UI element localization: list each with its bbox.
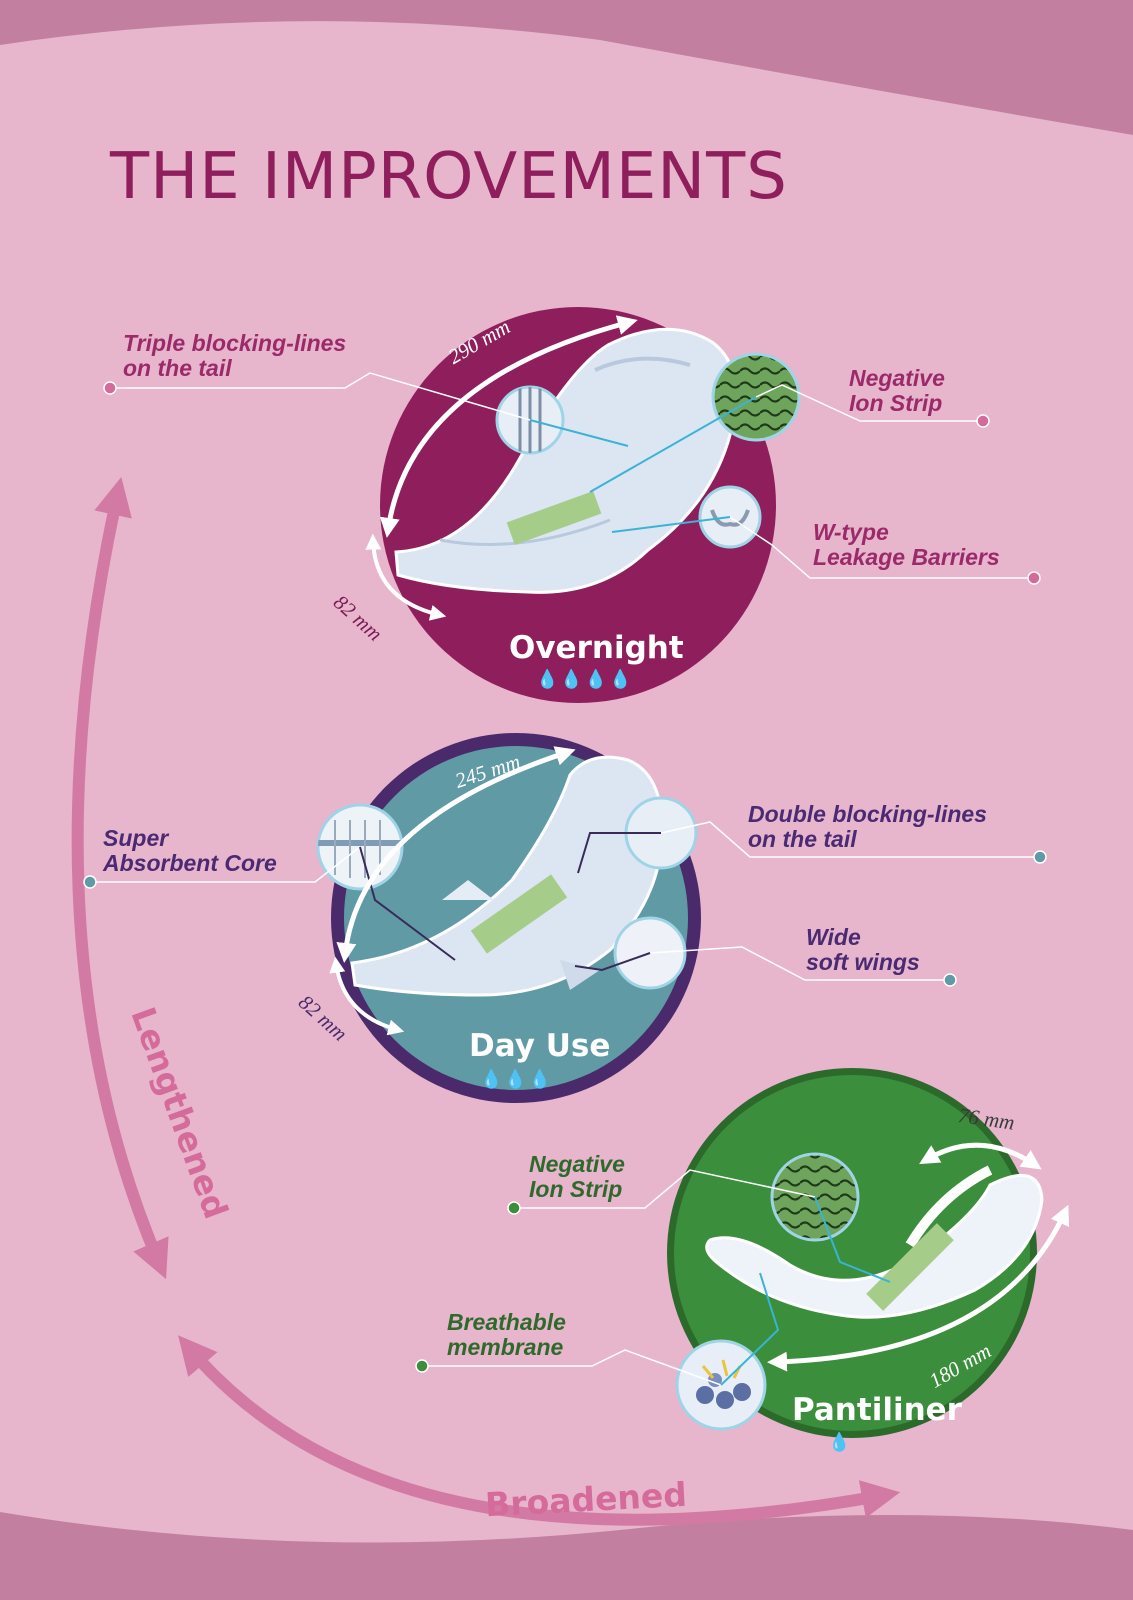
pantiliner-length-arrow (767, 1204, 1070, 1372)
pantiliner-membrane-callout: Breathable membrane (447, 1309, 566, 1360)
page-title: THE IMPROVEMENTS (110, 140, 788, 214)
dayuse-title: Day Use (469, 1028, 611, 1064)
overnight-width-arrow (365, 533, 447, 621)
overnight-length-arrow (379, 315, 638, 538)
dayuse-wings-callout: Wide soft wings (806, 924, 920, 975)
pantiliner-ion-callout: Negative Ion Strip (529, 1151, 625, 1202)
top-band (0, 0, 1133, 135)
lengthened-arrow (71, 476, 169, 1280)
dayuse-width-arrow (329, 956, 405, 1036)
overnight-barrier-callout: W-type Leakage Barriers (813, 519, 1000, 570)
overnight-title: Overnight (509, 630, 684, 666)
dayuse-drops: 💧💧💧 (480, 1069, 554, 1089)
dayuse-length-arrow (336, 746, 576, 963)
overnight-section (103, 307, 1041, 703)
bottom-band (0, 1512, 1133, 1600)
pantiliner-section (415, 1068, 1070, 1438)
pantiliner-title: Pantiliner (792, 1392, 962, 1428)
overnight-ion-callout: Negative Ion Strip (849, 365, 945, 416)
overnight-drops: 💧💧💧💧 (536, 669, 634, 689)
overnight-tail-callout: Triple blocking-lines on the tail (123, 330, 347, 381)
dayuse-tail-callout: Double blocking-lines on the tail (748, 801, 987, 852)
broadened-arrow (178, 1335, 901, 1526)
dayuse-section (83, 733, 1047, 1103)
dayuse-core-callout: Super Absorbent Core (103, 825, 277, 876)
pantiliner-width-arrow (919, 1142, 1042, 1170)
pantiliner-drops: 💧 (828, 1432, 853, 1452)
